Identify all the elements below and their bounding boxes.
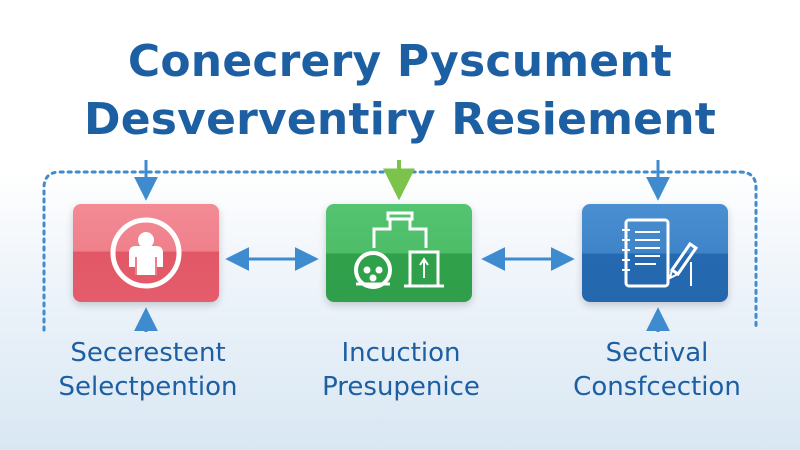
step-card-3 <box>582 204 728 302</box>
step-label-3-line-2: Consfcection <box>573 372 741 402</box>
step-label-3: Sectival Consfcection <box>532 336 782 404</box>
diagram-title-line-2: Desverventiry Resiement <box>84 94 716 145</box>
document-pen-icon <box>622 218 699 288</box>
step-card-2 <box>326 204 472 302</box>
person-icon <box>110 217 182 289</box>
step-label-2: Incuction Presupenice <box>276 336 526 404</box>
step-label-3-line-1: Sectival <box>605 338 709 368</box>
machine-icon <box>354 211 444 289</box>
diagram-title-line-1: Conecrery Pyscument <box>127 36 673 87</box>
step-label-1-line-1: Secerestent <box>70 338 226 368</box>
step-label-2-line-1: Incuction <box>341 338 461 368</box>
step-label-1-line-2: Selectpention <box>58 372 238 402</box>
step-label-2-line-2: Presupenice <box>322 372 480 402</box>
step-label-1: Secerestent Selectpention <box>23 336 273 404</box>
step-card-1 <box>73 204 219 302</box>
